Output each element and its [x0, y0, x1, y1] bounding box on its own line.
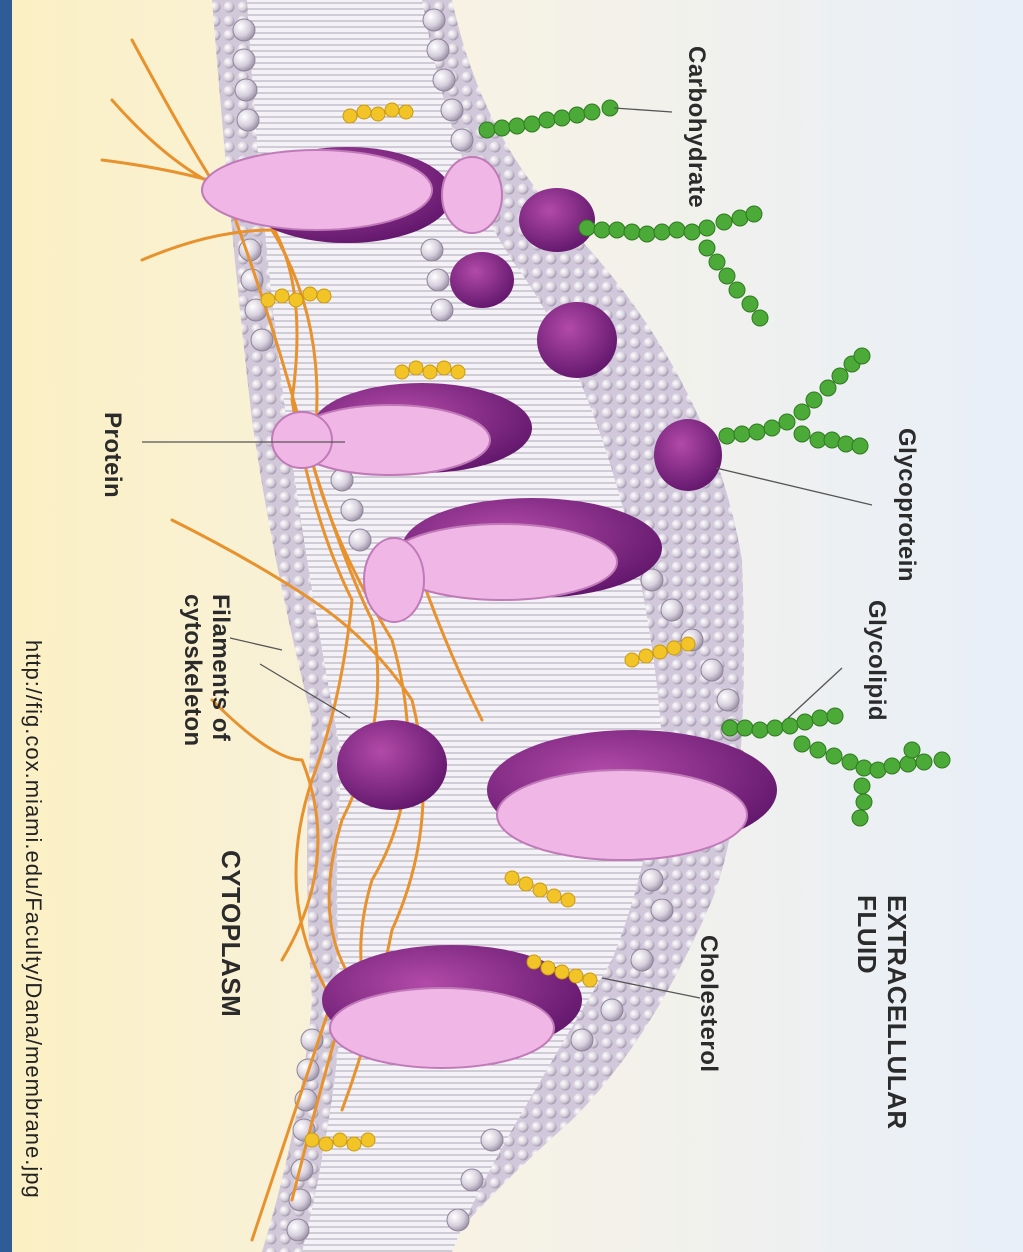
cell-membrane-diagram: [12, 0, 1023, 1252]
